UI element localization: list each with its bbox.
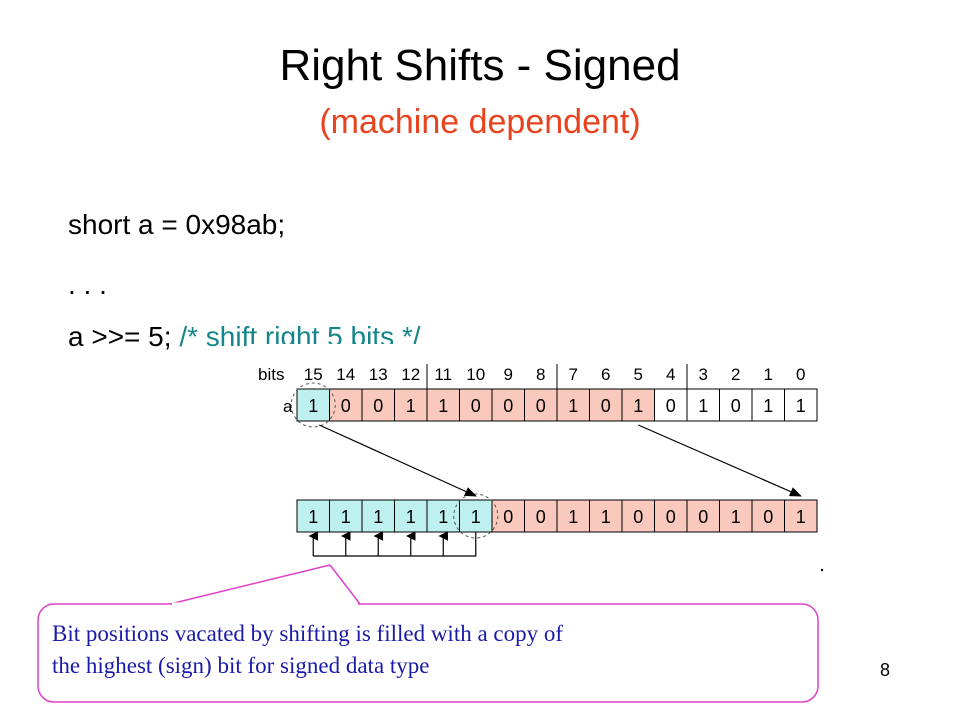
shifted-bit-value: 1 bbox=[471, 507, 481, 527]
original-bit-cell bbox=[621, 388, 655, 422]
shifted-bit-value: 0 bbox=[633, 507, 643, 527]
original-bit-cell bbox=[361, 388, 395, 422]
original-bit-value: 0 bbox=[536, 396, 546, 416]
callout-box bbox=[37, 603, 819, 703]
bit-number: 7 bbox=[569, 365, 578, 384]
bit-number: 13 bbox=[369, 365, 388, 384]
shifted-bit-value: 1 bbox=[308, 507, 318, 527]
bit-number: 12 bbox=[401, 365, 420, 384]
original-bit-value: 1 bbox=[698, 396, 708, 416]
callout-line-2: the highest (sign) bit for signed data t… bbox=[52, 653, 430, 678]
shifted-bit-cell bbox=[784, 499, 818, 533]
bit-number: 3 bbox=[699, 365, 708, 384]
shifted-bit-cell bbox=[589, 499, 623, 533]
original-bit-value: 1 bbox=[438, 396, 448, 416]
code-shift-statement: a >>= 5; bbox=[68, 321, 180, 352]
shifted-bit-value: 1 bbox=[406, 507, 416, 527]
code-line-ellipsis: . . . bbox=[68, 269, 107, 300]
original-bit-cell bbox=[654, 388, 688, 422]
shifted-bit-value: 1 bbox=[796, 507, 806, 527]
original-bit-cell bbox=[491, 388, 525, 422]
bit-number: 11 bbox=[434, 365, 452, 384]
original-bit-cell bbox=[686, 388, 720, 422]
original-bit-value: 0 bbox=[601, 396, 611, 416]
original-bit-cell bbox=[589, 388, 623, 422]
sign-bit-highlight bbox=[290, 382, 336, 428]
original-bit-cell bbox=[394, 388, 428, 422]
shifted-bit-cell bbox=[361, 499, 395, 533]
original-bit-value: 1 bbox=[568, 396, 578, 416]
bit-number: 14 bbox=[336, 365, 355, 384]
original-bit-value: 0 bbox=[731, 396, 741, 416]
shifted-bit-value: 1 bbox=[373, 507, 383, 527]
bit-number: 4 bbox=[666, 365, 675, 384]
shifted-bit-cell bbox=[296, 499, 330, 533]
callout-text: Bit positions vacated by shifting is fil… bbox=[52, 618, 812, 682]
shifted-bit-cell bbox=[751, 499, 785, 533]
shifted-bit-cell bbox=[621, 499, 655, 533]
original-bit-value: 0 bbox=[341, 396, 351, 416]
shifted-bit-value: 1 bbox=[601, 507, 611, 527]
shift-arrows bbox=[290, 382, 824, 572]
bit-number: 0 bbox=[796, 365, 805, 384]
variable-label: a bbox=[283, 397, 293, 416]
original-bit-cell bbox=[426, 388, 460, 422]
original-bit-value: 1 bbox=[763, 396, 773, 416]
original-bit-cell bbox=[556, 388, 590, 422]
bits-label: bits bbox=[258, 365, 284, 384]
slide-subtitle: (machine dependent) bbox=[319, 103, 641, 141]
original-bit-value: 0 bbox=[373, 396, 383, 416]
original-bit-cell bbox=[784, 388, 818, 422]
bit-number: 5 bbox=[634, 365, 643, 384]
shifted-bit-cell bbox=[556, 499, 590, 533]
original-bit-value: 0 bbox=[666, 396, 676, 416]
shifted-bit-row: 1 1 1 1 1 1 0 0 1 1 0 0 0 1 0 1 bbox=[296, 499, 818, 533]
bit-number: 15 bbox=[304, 365, 323, 384]
callout-pointer bbox=[169, 564, 361, 605]
shifted-bit-value: 0 bbox=[503, 507, 513, 527]
original-bit-value: 1 bbox=[796, 396, 806, 416]
slide-title: Right Shifts - Signed bbox=[279, 41, 681, 90]
shifted-bit-value: 0 bbox=[536, 507, 546, 527]
bit-number: 8 bbox=[536, 365, 545, 384]
bit-number: 10 bbox=[466, 365, 485, 384]
shifted-bit-value: 1 bbox=[438, 507, 448, 527]
original-bit-cell bbox=[524, 388, 558, 422]
shift-arrow-right bbox=[638, 424, 802, 497]
sign-copy-loop bbox=[313, 532, 477, 557]
original-bit-value: 0 bbox=[471, 396, 481, 416]
original-bit-value: 1 bbox=[406, 396, 416, 416]
shifted-bit-value: 0 bbox=[698, 507, 708, 527]
original-bit-value: 1 bbox=[633, 396, 643, 416]
bit-number: 2 bbox=[731, 365, 740, 384]
shifted-bit-value: 1 bbox=[341, 507, 351, 527]
stray-dot bbox=[820, 568, 824, 572]
diagram-mask bbox=[250, 344, 850, 360]
callout-line-1: Bit positions vacated by shifting is fil… bbox=[52, 621, 564, 646]
original-bit-value: 0 bbox=[503, 396, 513, 416]
bit-number: 9 bbox=[504, 365, 513, 384]
page-number: 8 bbox=[880, 660, 891, 680]
code-line-declaration: short a = 0x98ab; bbox=[68, 209, 286, 240]
shift-arrow-left bbox=[319, 424, 477, 497]
shifted-bit-cell bbox=[524, 499, 558, 533]
original-bit-cell bbox=[719, 388, 753, 422]
original-bit-value: 1 bbox=[308, 396, 318, 416]
shifted-bit-cell bbox=[654, 499, 688, 533]
shifted-bit-value: 0 bbox=[763, 507, 773, 527]
original-bit-cell bbox=[751, 388, 785, 422]
shifted-bit-value: 1 bbox=[731, 507, 741, 527]
bit-number: 6 bbox=[601, 365, 610, 384]
shifted-bit-value: 1 bbox=[568, 507, 578, 527]
shifted-bit-value: 0 bbox=[666, 507, 676, 527]
original-bit-row: 1 0 0 1 1 0 0 0 1 0 1 0 1 0 1 1 bbox=[296, 388, 818, 422]
shifted-bit-cell bbox=[329, 499, 363, 533]
bit-number: 1 bbox=[764, 365, 773, 384]
